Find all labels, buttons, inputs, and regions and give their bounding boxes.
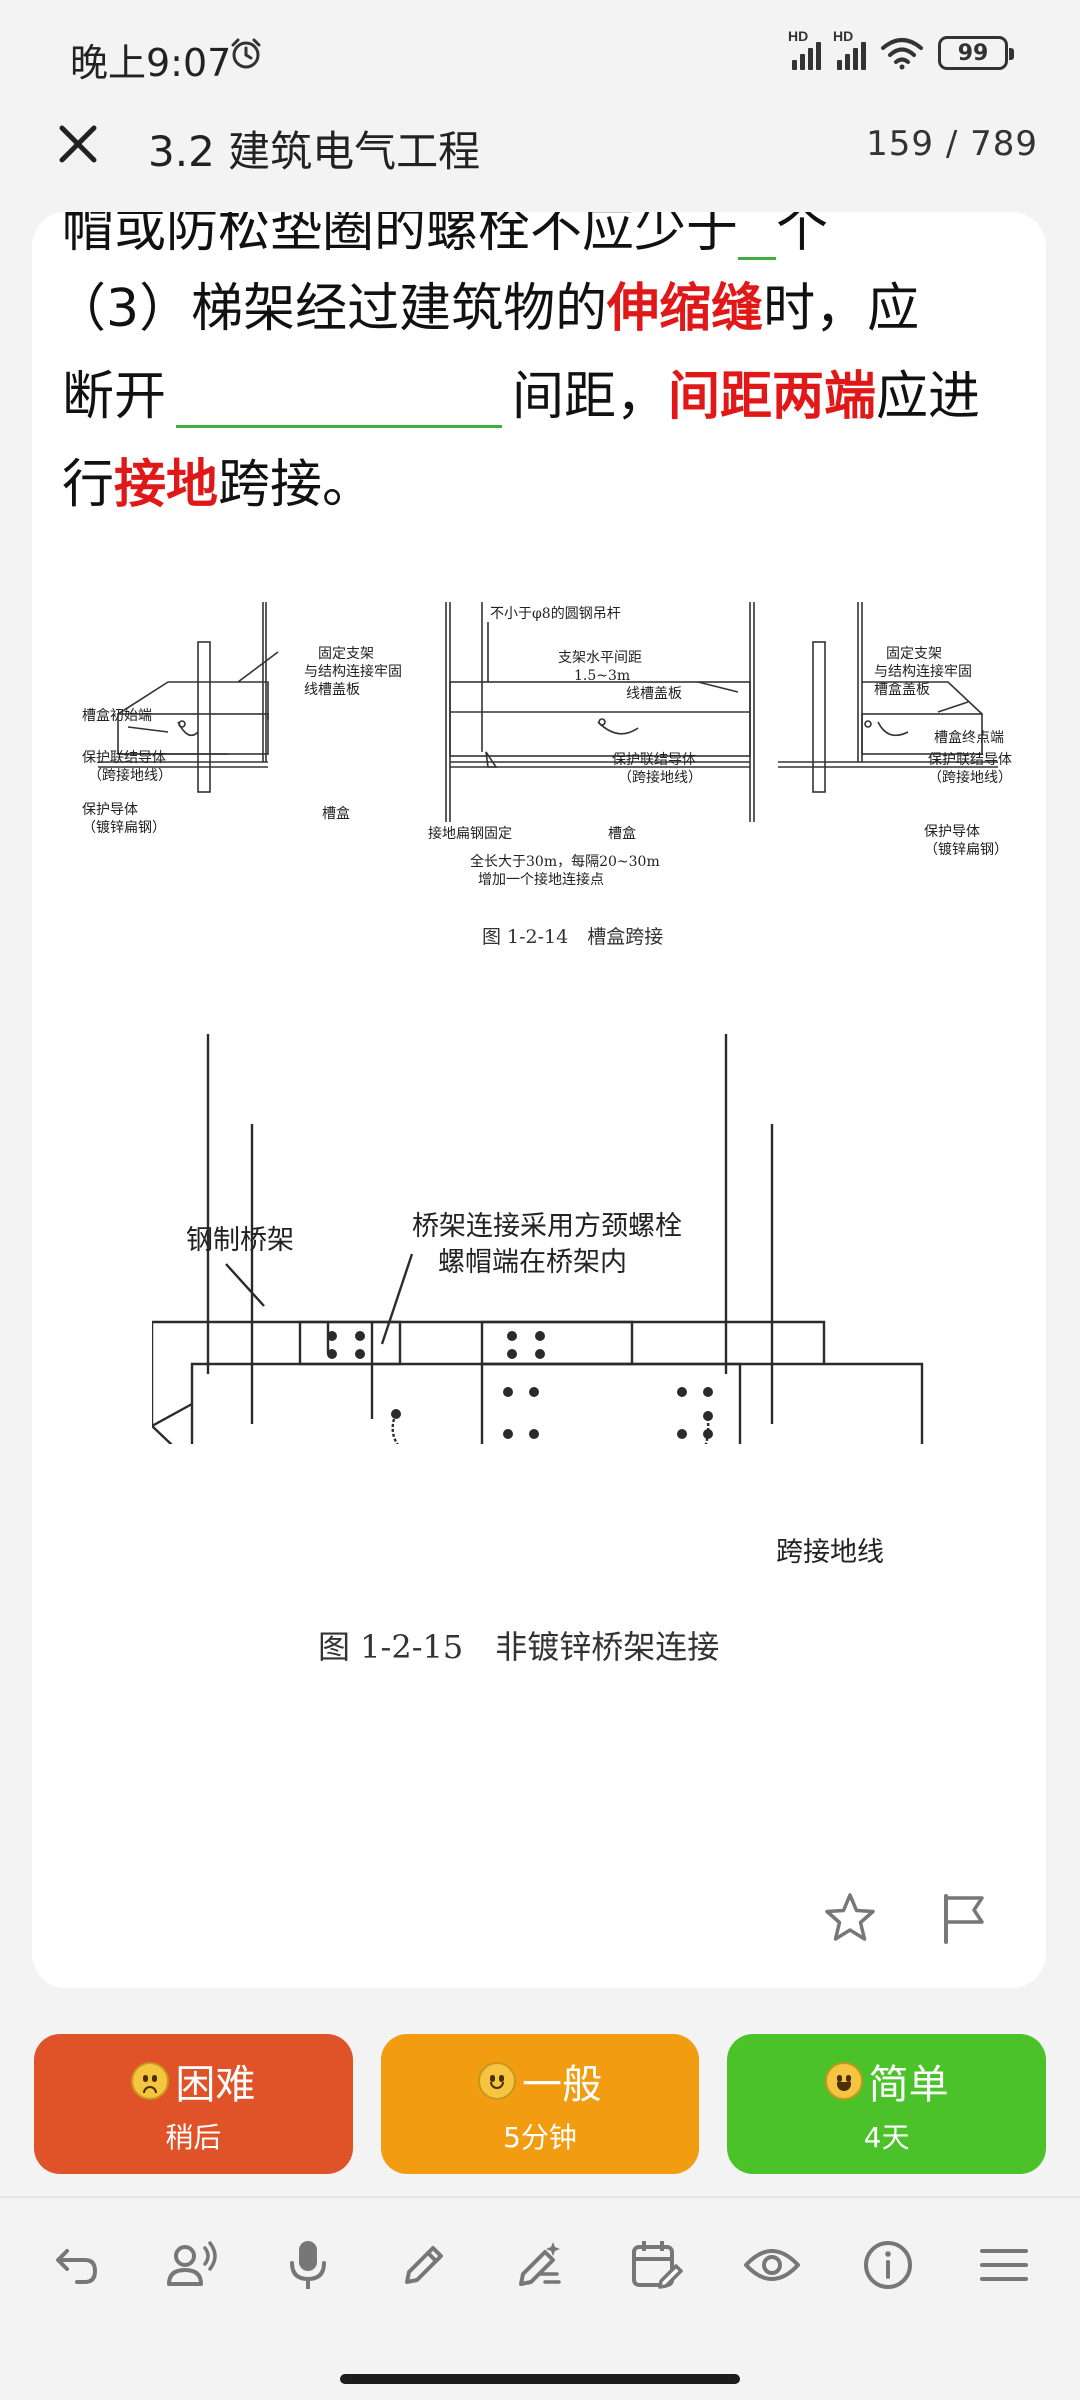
status-time: 晚上9:07 <box>70 41 232 85</box>
figure-tray-connection: 钢制桥架 桥架连接采用方颈螺栓 螺帽端在桥架内 <box>152 1024 952 1484</box>
text-line-2: 断开间距，间距两端应进 <box>62 366 981 429</box>
star-icon[interactable] <box>822 1890 878 1946</box>
app-bar: 3.2 建筑电气工程 159 / 789 <box>0 110 1080 210</box>
flag-icon[interactable] <box>938 1890 992 1946</box>
status-indicators: HD HD 99 <box>788 28 1014 70</box>
bottom-toolbar <box>0 2210 1080 2320</box>
trough-diagram <box>98 602 998 822</box>
calendar-edit-icon[interactable] <box>626 2235 686 2295</box>
edit-sparkle-icon[interactable] <box>510 2235 570 2295</box>
rating-buttons: 困难 稍后 一般 5分钟 简单 4天 <box>34 2034 1047 2174</box>
info-icon[interactable] <box>858 2235 918 2295</box>
menu-icon[interactable] <box>974 2235 1034 2295</box>
figure-caption: 图 1-2-14 槽盒跨接 <box>482 926 664 948</box>
home-indicator[interactable] <box>340 2374 740 2384</box>
tray-diagram <box>152 1034 924 1444</box>
pencil-icon[interactable] <box>394 2235 454 2295</box>
voice-icon[interactable] <box>162 2235 222 2295</box>
signal-icon: HD <box>833 28 866 70</box>
text-line-0: 帽或防松垫圈的螺栓不应少于个 <box>62 212 829 261</box>
smile-face-icon <box>478 2062 516 2100</box>
status-bar: 晚上9:07 HD HD 99 <box>0 0 1080 110</box>
mic-icon[interactable] <box>278 2235 338 2295</box>
ok-button[interactable]: 一般 5分钟 <box>380 2034 700 2174</box>
easy-button[interactable]: 简单 4天 <box>727 2034 1047 2174</box>
wifi-icon <box>881 38 923 70</box>
undo-icon[interactable] <box>46 2235 106 2295</box>
sad-face-icon <box>131 2062 170 2100</box>
grin-face-icon <box>824 2062 863 2100</box>
close-icon[interactable] <box>50 116 106 172</box>
signal-icon: HD <box>788 28 821 70</box>
text-line-1: （3）梯架经过建筑物的伸缩缝时，应 <box>54 279 920 339</box>
text-line-3: 行接地跨接。 <box>62 455 375 515</box>
flashcard[interactable]: 帽或防松垫圈的螺栓不应少于个 （3）梯架经过建筑物的伸缩缝时，应 断开间距，间距… <box>32 212 1046 1988</box>
alarm-icon <box>231 38 261 69</box>
hard-button[interactable]: 困难 稍后 <box>34 2034 353 2174</box>
answer-blank[interactable] <box>176 366 503 429</box>
page-counter: 159 / 789 <box>866 124 1038 164</box>
answer-blank[interactable] <box>738 212 777 261</box>
figure-caption: 图 1-2-15 非镀锌桥架连接 <box>318 1628 720 1666</box>
eye-icon[interactable] <box>742 2235 802 2295</box>
divider <box>0 2196 1080 2198</box>
deck-title: 3.2 建筑电气工程 <box>148 127 481 176</box>
battery-icon: 99 <box>938 36 1014 70</box>
figure-trough-bonding: 固定支架 与结构连接牢固 线槽盖板 槽盒初始端 保护联结导体 （跨接地线） 保护… <box>78 602 1012 962</box>
